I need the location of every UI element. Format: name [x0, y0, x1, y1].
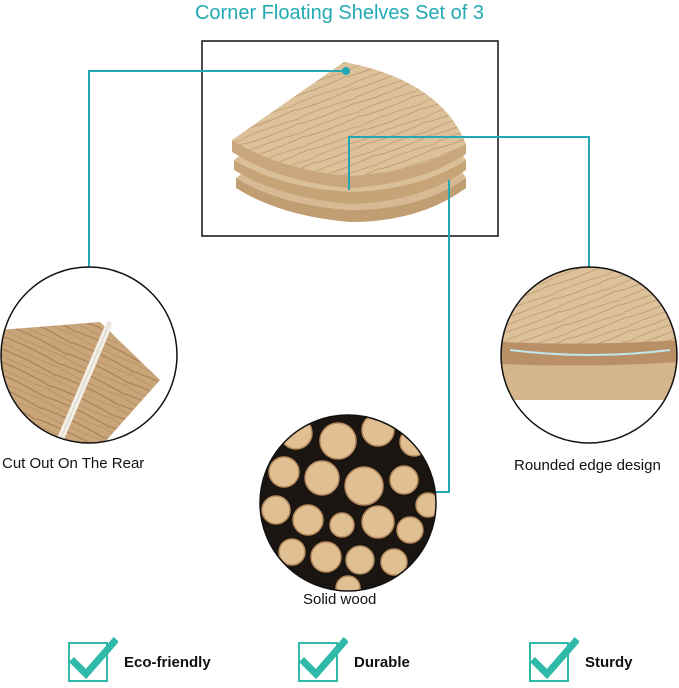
solid-wood-label: Solid wood	[303, 591, 377, 608]
page-title: Corner Floating Shelves Set of 3	[194, 2, 485, 24]
check-icon	[299, 637, 348, 680]
product-frame	[201, 40, 499, 237]
checkbox-icon	[529, 637, 579, 682]
checkbox-icon	[68, 637, 118, 682]
feature-durable: Durable	[298, 637, 410, 684]
check-icon	[69, 637, 118, 680]
rounded-edge-label: Rounded edge design	[514, 457, 661, 474]
rear-cutout-detail	[0, 266, 178, 444]
shelf-stack	[232, 62, 466, 222]
feature-label: Sturdy	[585, 653, 633, 671]
solid-wood-detail	[259, 414, 437, 592]
feature-label: Eco-friendly	[124, 653, 211, 671]
checkbox-icon	[298, 637, 348, 682]
feature-eco-friendly: Eco-friendly	[68, 637, 211, 684]
rear-cutout-label: Cut Out On The Rear	[2, 455, 145, 472]
feature-sturdy: Sturdy	[529, 637, 633, 684]
rounded-edge-detail	[500, 266, 678, 444]
check-icon	[530, 637, 579, 680]
callout-lines	[88, 67, 590, 493]
feature-label: Durable	[354, 653, 410, 671]
